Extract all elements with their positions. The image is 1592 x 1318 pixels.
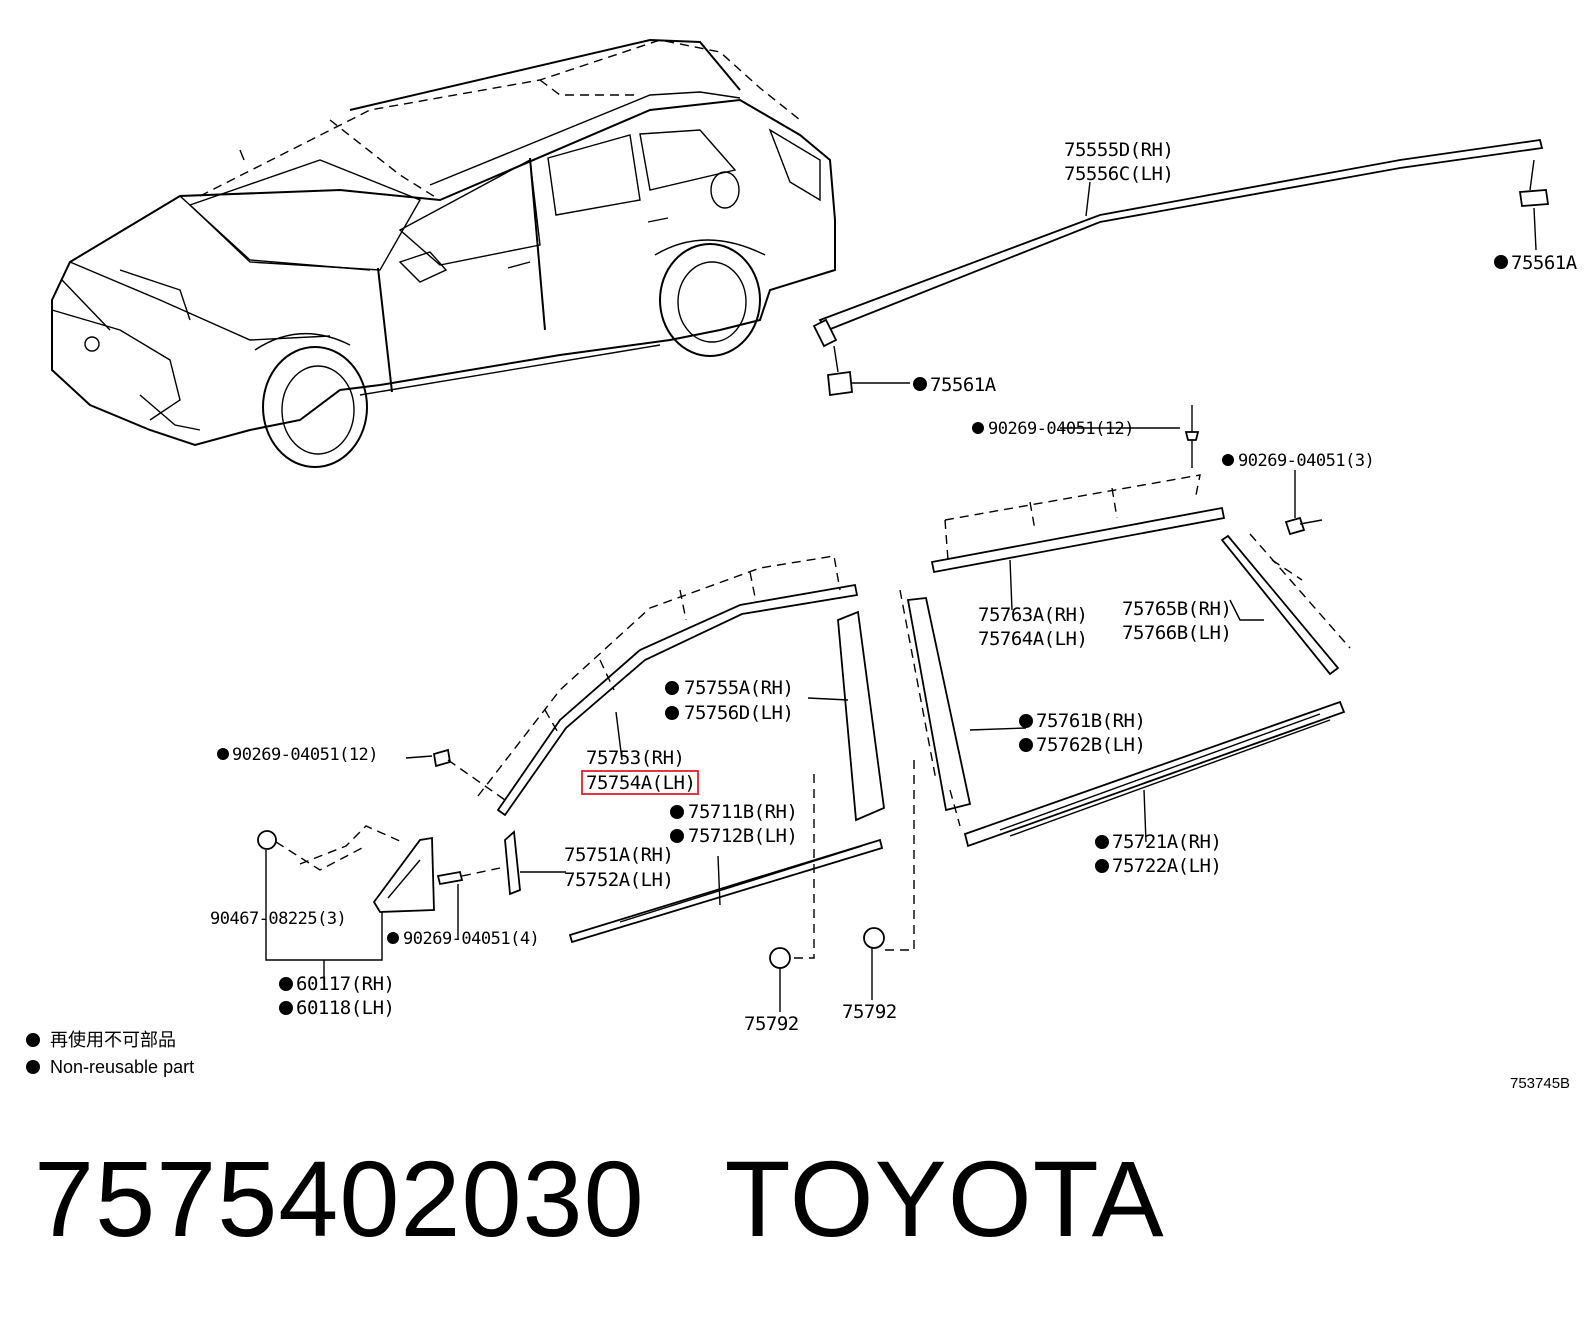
footer-caption: 7575402030 TOYOTA [34, 1136, 1165, 1261]
window-frame-moldings [477, 405, 1351, 822]
label-screw-12-left: 90269-04051(12) [232, 745, 378, 765]
label-75764a: 75764A(LH) [978, 628, 1087, 650]
label-75556c: 75556C(LH) [1064, 163, 1173, 185]
label-75792-b: 75792 [842, 1001, 897, 1023]
non-reusable-dot [279, 1001, 293, 1015]
non-reusable-dot [387, 932, 399, 944]
label-75761b: 75761B(RH) [1036, 710, 1145, 732]
non-reusable-dot [1095, 835, 1109, 849]
label-75561a-top: 75561A [1511, 252, 1578, 274]
non-reusable-dot [670, 829, 684, 843]
belt-moldings [257, 700, 1346, 1012]
non-reusable-dot [279, 977, 293, 991]
non-reusable-dot [665, 681, 679, 695]
highlight-box [581, 770, 699, 795]
label-75712b: 75712B(LH) [688, 825, 797, 847]
non-reusable-dot [1019, 714, 1033, 728]
legend-dot-jp [26, 1033, 40, 1047]
label-60117: 60117(RH) [296, 973, 394, 995]
non-reusable-dot [217, 748, 229, 760]
label-screw-12-top: 90269-04051(12) [988, 419, 1134, 439]
label-screw-3: 90269-04051(3) [1238, 451, 1374, 471]
non-reusable-dot [665, 706, 679, 720]
label-75754a-highlighted: 75754A(LH) [586, 772, 695, 794]
label-75765b: 75765B(RH) [1122, 598, 1231, 620]
label-screw-4: 90269-04051(4) [403, 929, 539, 949]
non-reusable-dot [1494, 255, 1508, 269]
label-75752a: 75752A(LH) [564, 869, 673, 891]
non-reusable-dot [913, 377, 927, 391]
car-illustration [51, 38, 836, 468]
label-75753: 75753(RH) [586, 747, 684, 769]
non-reusable-dot [1019, 738, 1033, 752]
non-reusable-dot [972, 422, 984, 434]
non-reusable-dot [670, 805, 684, 819]
label-75561a-left: 75561A [930, 374, 997, 396]
label-75792-a: 75792 [744, 1013, 799, 1035]
legend-dot-en [26, 1060, 40, 1074]
brand-name: TOYOTA [724, 1138, 1165, 1259]
part-number: 7575402030 [34, 1138, 645, 1259]
non-reusable-dot [1222, 454, 1234, 466]
non-reusable-dot [1095, 859, 1109, 873]
roof-molding-group [812, 138, 1550, 397]
legend: 再使用不可部品 Non-reusable part [26, 1030, 194, 1077]
label-75711b: 75711B(RH) [688, 801, 797, 823]
legend-text-en: Non-reusable part [50, 1057, 194, 1077]
parts-diagram: 75555D(RH) 75556C(LH) 75561A 75561A 9026… [26, 38, 1578, 1092]
label-75756d: 75756D(LH) [684, 702, 793, 724]
label-75721a: 75721A(RH) [1112, 831, 1221, 853]
label-75555d: 75555D(RH) [1064, 139, 1173, 161]
label-60118: 60118(LH) [296, 997, 394, 1019]
label-75762b: 75762B(LH) [1036, 734, 1145, 756]
label-75722a: 75722A(LH) [1112, 855, 1221, 877]
part-labels: 75555D(RH) 75556C(LH) 75561A 75561A 9026… [210, 139, 1578, 1035]
label-75766b: 75766B(LH) [1122, 622, 1231, 644]
illustration-code: 753745B [1510, 1075, 1570, 1092]
label-75755a: 75755A(RH) [684, 677, 793, 699]
label-75751a: 75751A(RH) [564, 844, 673, 866]
label-75763a: 75763A(RH) [978, 604, 1087, 626]
label-90467: 90467-08225(3) [210, 909, 346, 929]
legend-text-jp: 再使用不可部品 [50, 1030, 176, 1050]
